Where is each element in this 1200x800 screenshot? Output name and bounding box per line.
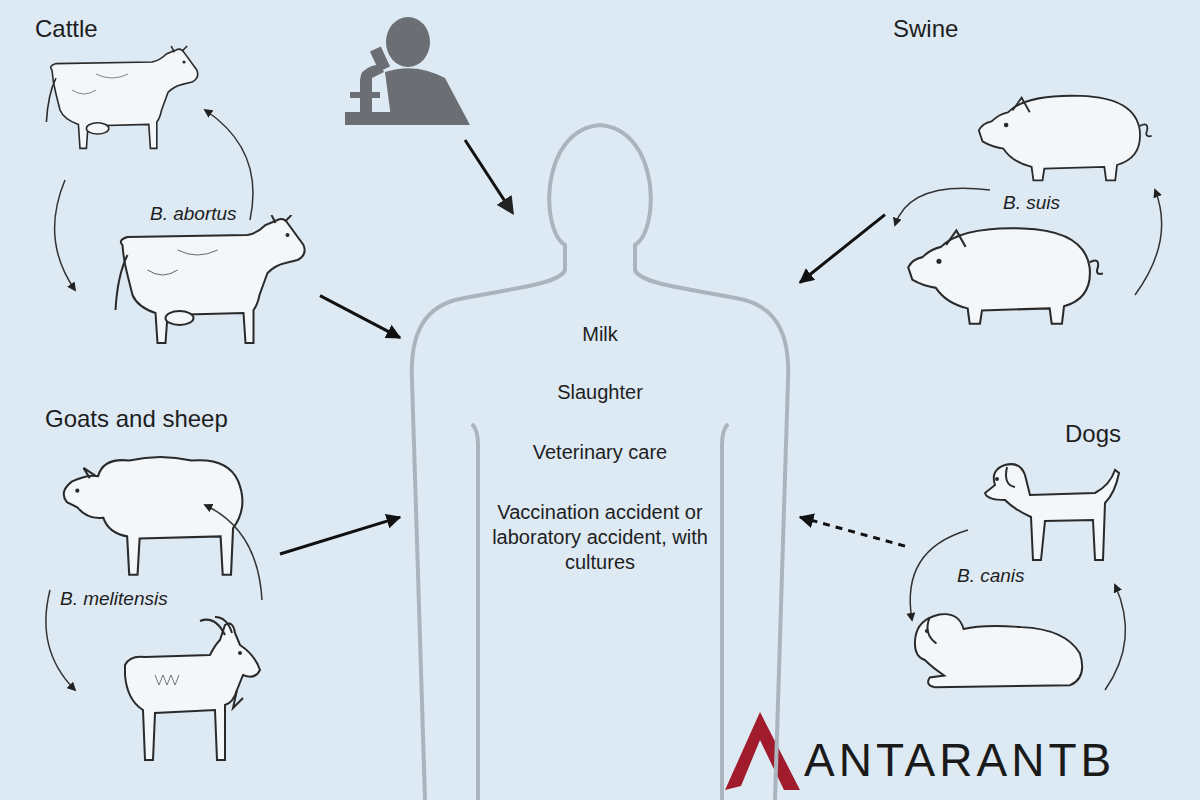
route-label: Veterinary care <box>475 440 725 465</box>
animal-group: Cattle B. abortus <box>20 10 320 350</box>
watermark: NTB <box>1009 733 1117 787</box>
human-figure: MilkSlaughterVeterinary careVaccination … <box>400 110 800 800</box>
species-label: B. suis <box>1003 192 1060 214</box>
group-heading: Cattle <box>35 15 98 43</box>
group-heading: Goats and sheep <box>45 405 228 433</box>
watermark: ANTARA <box>802 733 1013 787</box>
transmission-arrow <box>320 296 400 338</box>
transmission-arrow <box>280 517 400 554</box>
route-label: Milk <box>475 322 725 347</box>
transmission-arrow <box>800 517 905 546</box>
species-label: B. canis <box>957 565 1025 587</box>
human-outline <box>412 125 788 800</box>
arm-line <box>472 424 728 800</box>
transmission-arrow <box>800 215 885 283</box>
route-label: Slaughter <box>475 380 725 405</box>
species-label: B. abortus <box>150 203 237 225</box>
species-label: B. melitensis <box>60 588 168 610</box>
route-label: Vaccination accident or laboratory accid… <box>475 500 725 575</box>
animal-group: Dogs B. canis <box>905 415 1190 700</box>
animal-group: Goats and sheep B. melitensis <box>30 400 280 795</box>
group-heading: Dogs <box>1065 420 1121 448</box>
group-heading: Swine <box>893 15 958 43</box>
animal-group: Swine B. suis <box>885 10 1190 340</box>
